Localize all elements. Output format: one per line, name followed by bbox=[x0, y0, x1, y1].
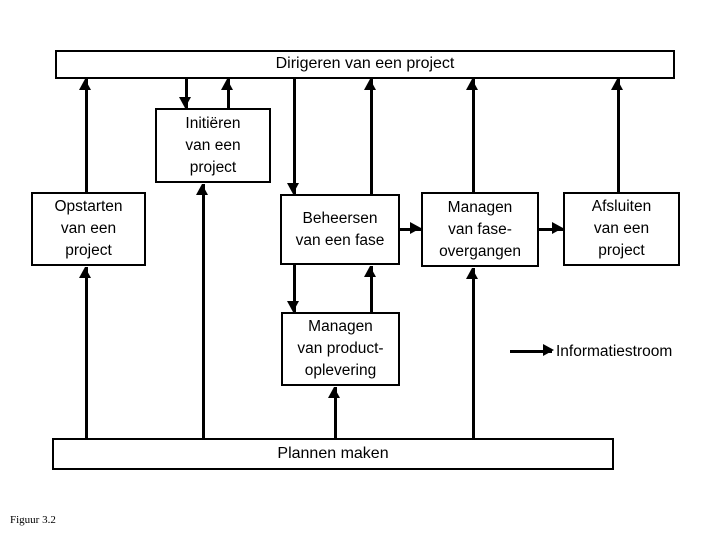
legend-arrow-icon bbox=[510, 350, 552, 353]
process-box-plannen-maken[interactable]: Plannen maken bbox=[52, 438, 614, 470]
process-box-managen-van-product-oplevering[interactable]: Managen van product- oplevering bbox=[281, 312, 400, 386]
process-box-opstarten-van-een-project[interactable]: Opstarten van een project bbox=[31, 192, 146, 266]
connector-planning-to-startup bbox=[85, 267, 88, 438]
figure-caption: Figuur 3.2 bbox=[10, 514, 56, 526]
arrowhead-initiating-to-directing bbox=[221, 79, 233, 90]
arrowhead-planning-to-initiating bbox=[196, 184, 208, 195]
arrowhead-stageboundaries-to-closing bbox=[552, 222, 563, 234]
arrowhead-productdelivery-to-controlling bbox=[364, 266, 376, 277]
connector-stageboundaries-to-directing bbox=[472, 79, 475, 192]
arrowhead-controlling-to-stageboundaries bbox=[410, 222, 421, 234]
connector-startup-to-directing bbox=[85, 79, 88, 192]
process-box-afsluiten-van-een-project[interactable]: Afsluiten van een project bbox=[563, 192, 680, 266]
arrowhead-closing-to-directing bbox=[611, 79, 623, 90]
arrowhead-stageboundaries-to-directing bbox=[466, 79, 478, 90]
connector-controlling-to-directing bbox=[370, 79, 373, 195]
connector-directing-to-controlling bbox=[293, 79, 296, 194]
legend-label-informatiestroom: Informatiestroom bbox=[556, 343, 673, 360]
connector-productdelivery-to-controlling bbox=[370, 266, 373, 312]
arrowhead-planning-to-stageboundaries bbox=[466, 268, 478, 279]
process-box-dirigeren-van-een-project[interactable]: Dirigeren van een project bbox=[55, 50, 675, 79]
connector-directing-to-initiating bbox=[185, 79, 188, 108]
process-box-initieren-van-een-project[interactable]: Initiëren van een project bbox=[155, 108, 271, 183]
connector-closing-to-directing bbox=[617, 79, 620, 192]
legend-arrowhead-icon bbox=[543, 344, 554, 356]
arrowhead-planning-to-controlling bbox=[328, 387, 340, 398]
arrowhead-planning-to-startup bbox=[79, 267, 91, 278]
process-box-beheersen-van-een-fase[interactable]: Beheersen van een fase bbox=[280, 194, 400, 265]
process-box-managen-van-fase-overgangen[interactable]: Managen van fase- overgangen bbox=[421, 192, 539, 267]
connector-controlling-to-productdelivery bbox=[293, 265, 296, 312]
connector-planning-to-controlling bbox=[334, 387, 337, 438]
arrowhead-directing-to-controlling bbox=[287, 183, 299, 194]
arrowhead-startup-to-directing bbox=[79, 79, 91, 90]
connector-stageboundaries-to-closing bbox=[539, 228, 563, 231]
arrowhead-directing-to-initiating bbox=[179, 97, 191, 108]
arrowhead-controlling-to-directing bbox=[364, 79, 376, 90]
connector-planning-to-stageboundaries bbox=[472, 268, 475, 438]
arrowhead-controlling-to-productdelivery bbox=[287, 301, 299, 312]
connector-planning-to-initiating bbox=[202, 184, 205, 438]
